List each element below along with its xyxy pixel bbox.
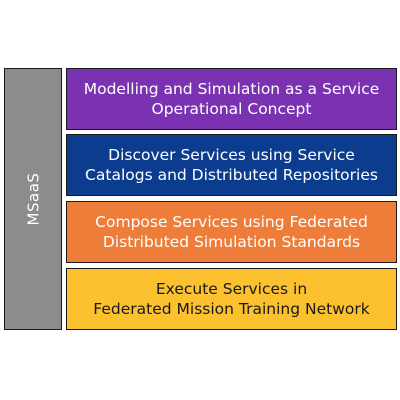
layer-discover-services: Discover Services using Service Catalogs… [66, 134, 397, 196]
layer-execute-services: Execute Services in Federated Mission Tr… [66, 268, 397, 330]
layer-operational-concept-line-1: Modelling and Simulation as a Service [83, 80, 380, 98]
layer-discover-services-text: Discover Services using Service Catalogs… [79, 145, 384, 185]
layer-compose-services: Compose Services using Federated Distrib… [66, 201, 397, 263]
layer-execute-services-line-2: Federated Mission Training Network [93, 300, 370, 318]
msaas-side-label: MSaaS [24, 172, 42, 226]
msaas-side-bar: MSaaS [4, 68, 62, 330]
layer-operational-concept-text: Modelling and Simulation as a Service Op… [78, 79, 386, 119]
layer-compose-services-line-2: Distributed Simulation Standards [102, 233, 361, 251]
layer-operational-concept: Modelling and Simulation as a Service Op… [66, 68, 397, 130]
layer-execute-services-text: Execute Services in Federated Mission Tr… [87, 279, 375, 319]
layer-execute-services-line-1: Execute Services in [155, 280, 308, 298]
layer-operational-concept-line-2: Operational Concept [151, 100, 312, 118]
layer-compose-services-text: Compose Services using Federated Distrib… [89, 212, 374, 252]
layer-discover-services-line-1: Discover Services using Service [108, 146, 355, 164]
layer-compose-services-line-1: Compose Services using Federated [95, 213, 368, 231]
layer-discover-services-line-2: Catalogs and Distributed Repositories [85, 166, 378, 184]
